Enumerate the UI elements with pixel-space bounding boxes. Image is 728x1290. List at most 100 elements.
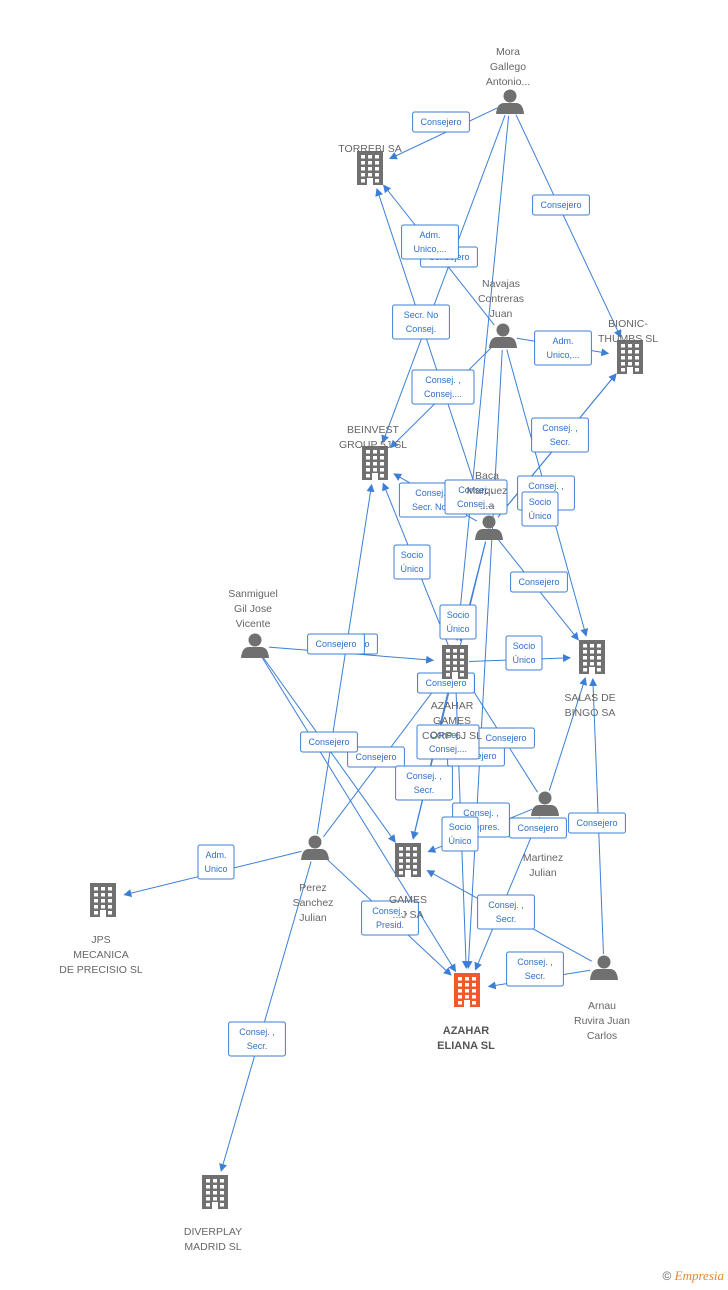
person-icon: [590, 955, 618, 980]
node-label: Carlos: [587, 1030, 617, 1042]
edge-label-text: Consej. ,: [463, 808, 499, 818]
edge-label[interactable]: Consejero: [509, 817, 567, 839]
edge-label[interactable]: Adm.Unico: [197, 844, 235, 880]
edge-label[interactable]: Consej. ,Secr.: [395, 765, 453, 801]
edge-label[interactable]: Consej. , Secr.: [477, 894, 535, 930]
node-label: Marquez: [467, 485, 508, 497]
edge-label-text: Consejero: [540, 200, 581, 210]
building-icon: [202, 1175, 228, 1209]
edge-label-text: Consej. ,: [517, 957, 553, 967]
building-icon: [395, 843, 421, 877]
node-beinvest[interactable]: BEINVEST GROUP 5J SL: [339, 424, 407, 480]
edge-label-text: Vicepres.: [462, 822, 499, 832]
building-icon: [90, 883, 116, 917]
node-label: Julian: [299, 912, 327, 924]
person-icon: [531, 791, 559, 816]
edge-label-text: Adm.: [205, 850, 226, 860]
edge-label-text: Secr.: [247, 1041, 268, 1051]
edge-label-text: Socio: [447, 610, 470, 620]
node-label: ...J SA: [393, 909, 424, 921]
edge-label-text: Unico,...: [546, 350, 579, 360]
edge-label-text: Único: [446, 624, 469, 634]
edge-label-text: Consej.: [406, 324, 437, 334]
node-label: Gallego: [490, 61, 526, 73]
edge-label[interactable]: Consejero: [307, 633, 365, 655]
node-label: GROUP 5J SL: [339, 439, 407, 451]
edge-label[interactable]: Consejero: [412, 111, 470, 133]
node-label: Baca: [475, 470, 499, 482]
edge-label[interactable]: Consej. ,Secr.: [531, 417, 589, 453]
edge-mora-torrebi: [388, 107, 498, 160]
edge-label[interactable]: Secr. No Consej.: [392, 304, 450, 340]
node-label: ELIANA SL: [437, 1040, 495, 1052]
edge-label[interactable]: Consejero: [300, 731, 358, 753]
node-mora[interactable]: MoraGallegoAntonio...: [486, 46, 530, 114]
edge-label[interactable]: Adm.Unico,...: [401, 224, 459, 260]
node-label: Juan: [490, 308, 513, 320]
edge-label-text: Secr. No: [404, 310, 439, 320]
node-bionic[interactable]: BIONIC-THUMBS SL: [598, 318, 658, 374]
node-label: CORP 6J SL: [422, 730, 482, 742]
edge-label[interactable]: Consejero: [532, 194, 590, 216]
edge-label[interactable]: Consej. ,Consej....: [416, 724, 480, 760]
edge-label-text: Consej. ,: [488, 900, 524, 910]
edge-label[interactable]: Consej. , Secr.: [228, 1021, 286, 1057]
edge-label-text: Socio: [529, 497, 552, 507]
edge-label-text: Consej. ,: [372, 906, 408, 916]
node-label: BINGO SA: [565, 707, 616, 719]
edge-label[interactable]: Adm.Unico,...: [534, 330, 592, 366]
building-icon: [454, 973, 480, 1007]
edge-label-text: Consej. ,: [528, 481, 564, 491]
edge-label-text: Secr.: [525, 971, 546, 981]
node-label: ...a: [480, 500, 495, 512]
edge-label-text: Secr.: [496, 914, 517, 924]
edge-label-text: Consejero: [355, 752, 396, 762]
edge-label-text: Consejero: [425, 678, 466, 688]
edge-navajas-azahar_eliana: [464, 349, 503, 970]
edge-label-text: Secr.: [550, 437, 571, 447]
edge-perez-diverplay: [219, 861, 312, 1172]
edge-label[interactable]: Consejero: [477, 727, 535, 749]
node-label: MADRID SL: [184, 1241, 241, 1253]
node-torrebi[interactable]: TORREBI SA: [338, 143, 402, 185]
edge-label[interactable]: Consejero: [568, 812, 626, 834]
edge-label[interactable]: Consej. ,Presid.: [361, 900, 419, 936]
node-label: BEINVEST: [347, 424, 400, 436]
building-icon: [617, 340, 643, 374]
edge-label-text: Consej. ,: [425, 375, 461, 385]
edge-label[interactable]: Consej. ,Consej....: [444, 479, 508, 515]
edge-label-text: Consej....: [429, 744, 467, 754]
node-label: Arnau: [588, 1000, 616, 1012]
edge-label[interactable]: Consej. , Secr.: [506, 951, 564, 987]
node-label: Martinez: [523, 852, 563, 864]
footer-brand: © Empresia: [662, 1268, 724, 1284]
edge-label[interactable]: Consejero: [510, 571, 568, 593]
building-icon: [579, 640, 605, 674]
node-games[interactable]: GAMES...J SA: [389, 843, 427, 921]
edge-label-text: Consej. ,: [239, 1027, 275, 1037]
node-label: Perez: [299, 882, 326, 894]
edge-label-text: Consejero: [485, 733, 526, 743]
edge-label[interactable]: Consej. ,Consej....: [411, 369, 475, 405]
person-icon: [475, 515, 503, 540]
empresia-logo[interactable]: Empresia: [674, 1268, 724, 1283]
building-icon: [442, 645, 468, 679]
edge-label[interactable]: Consejero: [347, 746, 405, 768]
edge-label-text: Consej....: [457, 499, 495, 509]
